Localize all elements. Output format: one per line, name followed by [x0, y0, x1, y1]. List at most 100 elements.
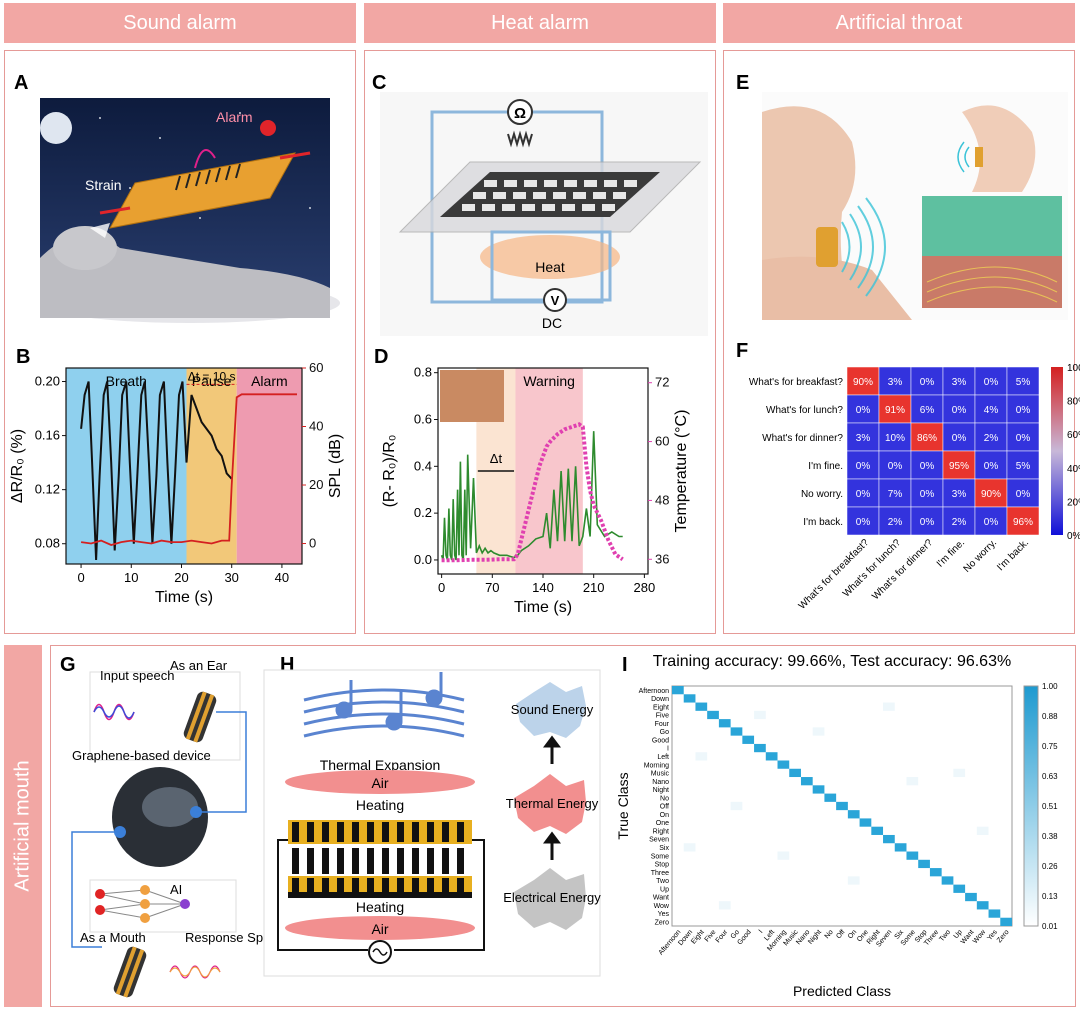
confusion-cell [695, 752, 708, 761]
colorbar-tick: 0.26 [1042, 862, 1058, 871]
header-artificial-throat: Artificial throat [723, 3, 1075, 43]
panel-label-a: A [14, 72, 29, 94]
cell-label: 0% [856, 517, 871, 528]
heatmap-cell [910, 450, 944, 480]
graphene-device-label: Graphene-based device [72, 748, 211, 763]
region-label: Pause [192, 373, 232, 389]
x-tick-label: 0 [438, 580, 445, 595]
sound-energy-label: Sound Energy [511, 702, 594, 717]
x-tick-label: 70 [485, 580, 499, 595]
panel-label-e: E [736, 72, 750, 94]
true-class-label: Wow [654, 903, 670, 910]
plot-frame [65, 367, 303, 565]
true-class-label: Afternoon [639, 688, 669, 695]
y2-tick-label: 0 [309, 536, 316, 551]
confusion-diagonal-cell [929, 868, 942, 877]
y-tick-label: 0.4 [414, 458, 432, 473]
colorbar-tick: 40% [1067, 464, 1080, 475]
heatmap-cell [1006, 506, 1040, 536]
as-ear-label: As an Ear [170, 658, 228, 673]
series-line-1 [440, 431, 623, 561]
heating-element [288, 818, 472, 898]
true-class-label: One [656, 820, 669, 827]
predicted-class-label: Zero [996, 929, 1011, 945]
col-label: What's for dinner? [870, 537, 935, 602]
colorbar-tick: 0% [1067, 531, 1080, 542]
cell-label: 0% [984, 517, 999, 528]
row-label: What's for breakfast? [749, 377, 844, 388]
confusion-cell [976, 826, 989, 835]
heatmap-cell [1006, 450, 1040, 480]
true-class-label: Morning [644, 762, 669, 769]
true-class-label: No [660, 795, 669, 802]
row-label: I'm fine. [808, 461, 843, 472]
heatmap-cell [910, 478, 944, 508]
x-tick-label: 40 [275, 570, 289, 585]
confusion-diagonal-cell [941, 876, 954, 885]
confusion-diagonal-cell [976, 901, 989, 910]
colorbar-tick: 0.51 [1042, 802, 1058, 811]
predicted-class-label: No [824, 929, 835, 940]
delta-t-label: Δt [490, 451, 503, 466]
confusion-diagonal-cell [824, 793, 837, 802]
heatmap-cell [846, 450, 880, 480]
cell-label: 5% [1016, 461, 1031, 472]
cell-label: 0% [920, 377, 935, 388]
true-class-label: Five [656, 713, 669, 720]
cell-label: 91% [885, 405, 905, 416]
y2-axis-label: SPL (dB) [327, 434, 344, 498]
true-class-label: Yes [658, 911, 670, 918]
confusion-diagonal-cell [918, 859, 930, 869]
true-class-label: Four [655, 721, 670, 728]
true-class-label: Off [660, 804, 669, 811]
heatmap-cell [846, 394, 880, 424]
true-class-label: Night [653, 787, 669, 794]
confusion-diagonal-cell [742, 735, 755, 744]
cell-label: 10% [885, 433, 905, 444]
confusion-diagonal-cell [683, 694, 696, 703]
input-speech-label: Input speech [100, 668, 174, 683]
confusion-cell [730, 801, 743, 811]
panel-c-illustration: Ω Heat V DC [380, 92, 708, 336]
confusion-diagonal-cell [800, 777, 813, 786]
throat-sensor [816, 227, 838, 267]
y-tick-label: 0.6 [414, 412, 432, 427]
arrow-up-icon [543, 831, 561, 860]
as-mouth-label: As a Mouth [80, 930, 146, 945]
cell-label: 0% [952, 433, 967, 444]
heatmap-cell [974, 422, 1008, 452]
y-tick-label: 0.2 [414, 505, 432, 520]
graphene-device-ear [183, 691, 217, 743]
inset-photo [440, 370, 504, 422]
confusion-cell [847, 876, 860, 885]
cell-label: 0% [920, 517, 935, 528]
confusion-diagonal-cell [812, 785, 825, 794]
confusion-cell [812, 727, 825, 736]
y-tick-label: 0.20 [35, 374, 60, 389]
heatmap-cell [846, 422, 880, 452]
strain-sensor [109, 152, 296, 229]
heatmap-cell [878, 478, 912, 508]
row-label: I'm back. [803, 517, 843, 528]
confusion-cell [718, 901, 731, 910]
cell-label: 0% [1016, 405, 1031, 416]
x-tick-label: 140 [532, 580, 554, 595]
cell-label: 0% [856, 405, 871, 416]
dc-label: DC [542, 315, 562, 331]
true-class-label: Down [651, 696, 669, 703]
colorbar-tick: 0.63 [1042, 772, 1058, 781]
header-artificial-mouth: Artificial mouth [4, 645, 42, 1007]
panel-e-illustration [762, 92, 1068, 321]
cell-label: 0% [952, 405, 967, 416]
cell-label: 5% [1016, 377, 1031, 388]
cell-label: 0% [984, 461, 999, 472]
colorbar [1023, 685, 1039, 927]
confusion-cell [777, 851, 790, 860]
true-class-label: Stop [655, 862, 670, 869]
panel-a-illustration: Strain Alarm [40, 98, 340, 323]
predicted-class-label: Off [835, 929, 846, 941]
heatmap-cell [878, 366, 912, 396]
confusion-cell [683, 843, 696, 852]
cell-label: 86% [917, 433, 937, 444]
volt-symbol: V [551, 293, 560, 308]
